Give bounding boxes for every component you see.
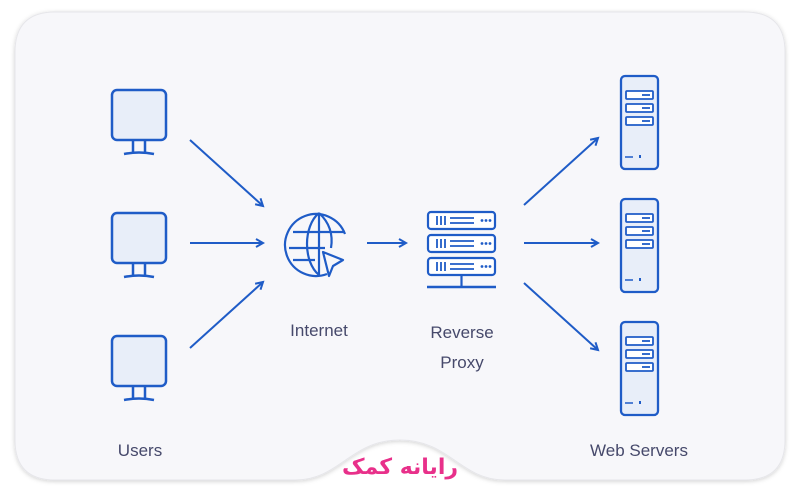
internet-label: Internet xyxy=(290,321,348,340)
brand-watermark: رایانه کمک xyxy=(341,455,459,480)
user-monitor-2 xyxy=(110,211,168,279)
web-servers-label: Web Servers xyxy=(590,441,688,460)
arrow-proxy-server-1 xyxy=(523,138,598,206)
web-server-1 xyxy=(619,74,660,171)
proxy-label-line1: Reverse xyxy=(430,323,494,342)
arrow-user-1-internet xyxy=(189,139,263,206)
user-monitor-1 xyxy=(110,88,168,156)
arrow-proxy-server-3 xyxy=(523,282,598,350)
proxy-label-line2: Proxy xyxy=(440,353,484,372)
users-label: Users xyxy=(117,441,163,460)
web-server-3 xyxy=(619,320,660,417)
arrow-user-3-internet xyxy=(189,282,263,349)
globe-cursor-icon xyxy=(283,212,347,278)
server-rack-icon xyxy=(426,210,497,289)
user-monitor-3 xyxy=(110,334,168,402)
web-server-2 xyxy=(619,197,660,294)
